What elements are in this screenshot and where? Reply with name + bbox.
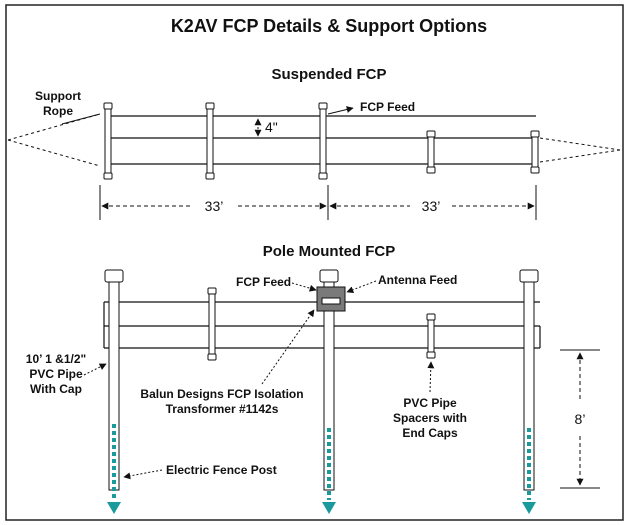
- pole-spacer-1: [207, 287, 217, 361]
- fence-post-right: [522, 428, 536, 514]
- spacing-dimension-label: 4": [265, 119, 278, 135]
- antenna-feed-arrow: [346, 280, 377, 294]
- pvc-pipe-label-line1: 10’ 1 &1/2": [26, 352, 86, 366]
- fence-post-left: [107, 424, 121, 514]
- spacers-label-line1: PVC Pipe: [403, 396, 457, 410]
- suspended-spacer-4: [426, 130, 436, 174]
- balun-label-line2: Transformer #1142s: [166, 402, 279, 416]
- pole-feed-arrow: [291, 282, 317, 292]
- height-label: 8’: [575, 411, 586, 427]
- outer-border: [5, 4, 624, 521]
- spacers-arrow: [427, 361, 435, 393]
- dim-left-label: 33’: [205, 198, 224, 214]
- isolation-transformer: [316, 286, 346, 312]
- spacers-label-line2: Spacers with: [393, 411, 467, 425]
- fence-post-label: Electric Fence Post: [166, 463, 277, 477]
- fence-post-center: [322, 428, 336, 514]
- fence-post-arrow: [123, 469, 163, 480]
- suspended-spacer-2: [205, 102, 215, 180]
- pvc-pipe-arrow: [83, 363, 107, 376]
- spacers-label-line3: End Caps: [402, 426, 458, 440]
- suspended-heading: Suspended FCP: [271, 66, 386, 83]
- pvc-post-center: [319, 269, 339, 491]
- pole-feed-label: FCP Feed: [236, 275, 291, 289]
- suspended-spacer-5: [530, 130, 540, 174]
- suspended-spacer-1: [103, 102, 113, 180]
- support-rope-label-line1: Support: [35, 89, 81, 103]
- balun-label-line1: Balun Designs FCP Isolation: [140, 387, 303, 401]
- pole-heading: Pole Mounted FCP: [263, 243, 396, 260]
- pvc-post-right: [519, 269, 539, 491]
- antenna-feed-label: Antenna Feed: [378, 273, 457, 287]
- pole-spacer-2: [426, 313, 436, 359]
- pvc-pipe-label-line2: PVC Pipe: [29, 367, 83, 381]
- balun-arrow: [261, 309, 315, 385]
- suspended-feed-label: FCP Feed: [360, 100, 415, 114]
- pvc-post-left: [104, 269, 124, 491]
- dim-right-label: 33’: [422, 198, 441, 214]
- suspended-spacer-3: [318, 102, 328, 180]
- suspended-feed-arrow: [327, 106, 354, 115]
- pvc-pipe-label-line3: With Cap: [30, 382, 82, 396]
- diagram-title: K2AV FCP Details & Support Options: [171, 16, 487, 36]
- support-rope-right: [539, 137, 621, 163]
- support-rope-left: [7, 113, 101, 167]
- support-rope-label-line2: Rope: [43, 104, 73, 118]
